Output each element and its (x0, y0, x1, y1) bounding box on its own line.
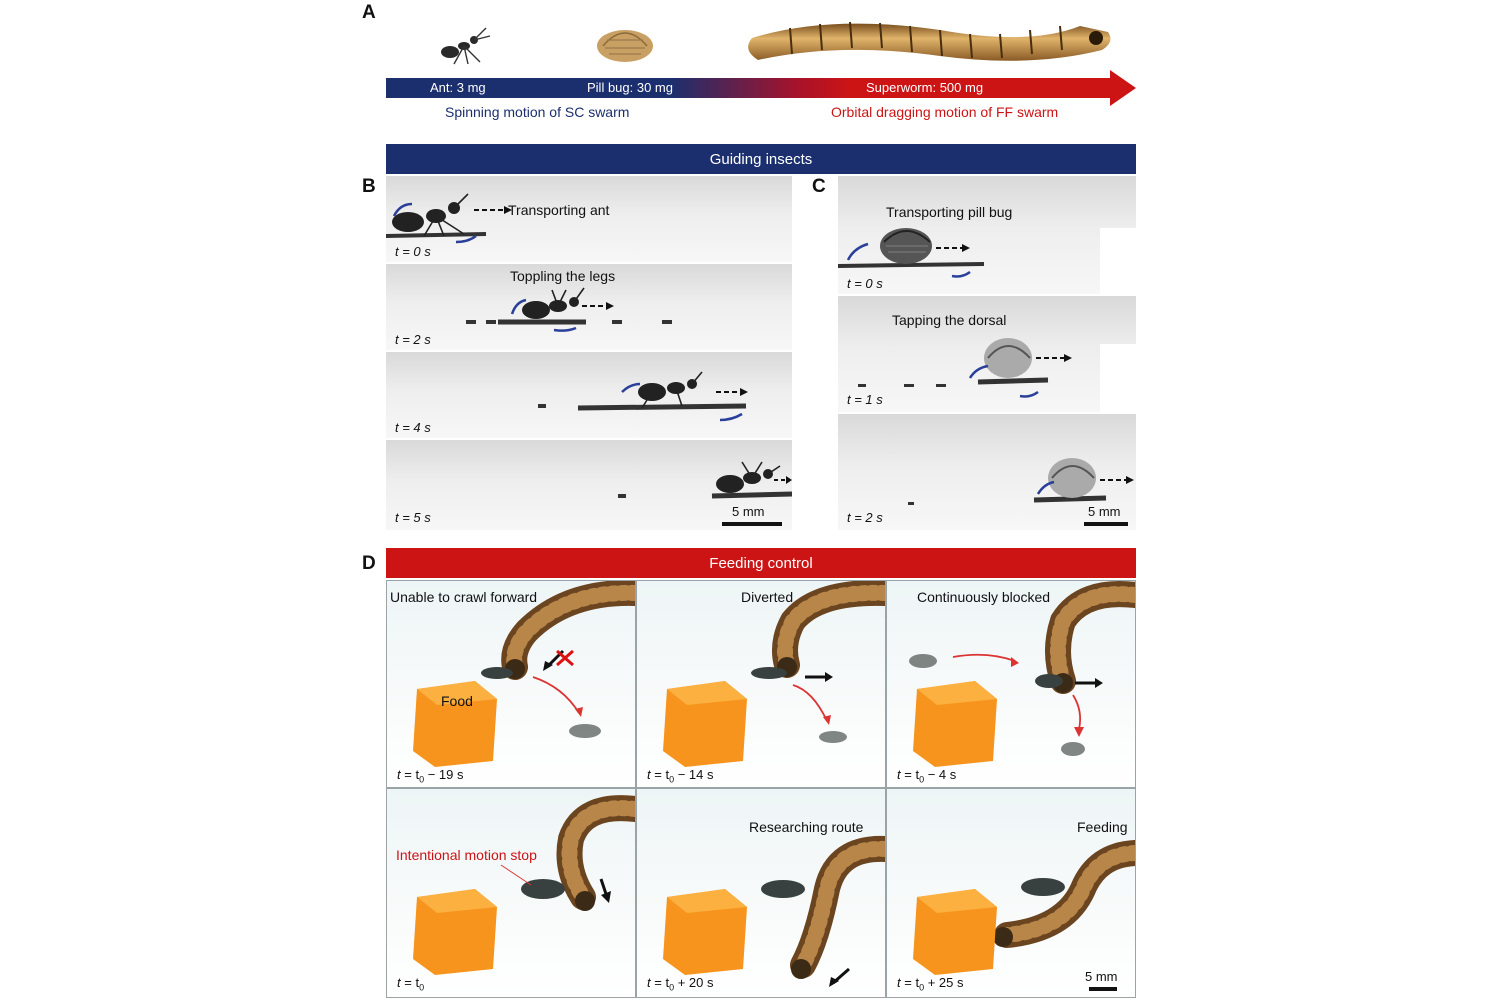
panel-c-label: C (812, 176, 826, 197)
panel-d-caption-3: Continuously blocked (917, 589, 1051, 605)
panel-d-cell-3: Continuously blocked t = t0 − 4 s (887, 581, 1135, 787)
panel-d-caption-4: Intentional motion stop (396, 847, 537, 863)
panel-d-time-5: t = t0 + 20 s (647, 975, 714, 993)
size-gradient-arrow (386, 21, 1136, 106)
panel-c-scale-bar (1084, 522, 1128, 526)
panel-d-caption-2: Diverted (741, 589, 794, 605)
gradient-arrow-shape (386, 70, 1136, 106)
sc-swarm-caption: Spinning motion of SC swarm (445, 104, 630, 120)
panel-d-caption-1: Unable to crawl forward (390, 589, 538, 605)
panel-b-frame-1: Transporting ant t = 0 s (386, 176, 792, 262)
panel-d-time-3: t = t0 − 4 s (897, 767, 957, 785)
panel-b-scale-text: 5 mm (732, 504, 765, 519)
panel-c-time-2: t = 1 s (847, 392, 883, 407)
ant-icon (441, 27, 491, 65)
panel-d-scale-bar (1089, 987, 1117, 991)
panel-c-frame-1: Transporting pill bug t = 0 s (838, 176, 1136, 294)
panel-c-time-1: t = 0 s (847, 276, 883, 291)
panel-b-time-3: t = 4 s (395, 420, 431, 435)
superworm-icon (748, 21, 1111, 61)
panel-c-scale-text: 5 mm (1088, 504, 1121, 519)
panel-b-frame-4: t = 5 s 5 mm (386, 440, 792, 530)
panel-c-frame-2: Tapping the dorsal t = 1 s (838, 296, 1136, 412)
panel-d-caption-5: Researching route (749, 819, 864, 835)
panel-d-cell-5: Researching route t = t0 + 20 s (637, 789, 885, 997)
panel-b-time-2: t = 2 s (395, 332, 431, 347)
panel-d-scale-text: 5 mm (1085, 969, 1118, 984)
superworm-weight-label: Superworm: 500 mg (866, 80, 984, 95)
panel-b-caption-2: Toppling the legs (510, 268, 616, 284)
panel-b-frame-3: t = 4 s (386, 352, 792, 438)
panel-d-caption-6: Feeding (1077, 819, 1128, 835)
panel-b-label: B (362, 176, 376, 197)
pillbug-weight-label: Pill bug: 30 mg (587, 80, 673, 95)
panel-a-label: A (362, 2, 376, 23)
feeding-control-banner: Feeding control (386, 548, 1136, 578)
ff-swarm-caption: Orbital dragging motion of FF swarm (831, 104, 1059, 120)
panel-c-frame-3: t = 2 s 5 mm (838, 414, 1136, 530)
panel-d-cell-6: Feeding t = t0 + 25 s 5 mm (887, 789, 1135, 997)
panel-c-caption-1: Transporting pill bug (886, 204, 1013, 220)
panel-d-time-2: t = t0 − 14 s (647, 767, 714, 785)
panel-d-cell-1: Unable to crawl forward Food t = t0 − 19… (387, 581, 635, 787)
panel-d-cell-2: Diverted t = t0 − 14 s (637, 581, 885, 787)
panel-c-time-3: t = 2 s (847, 510, 883, 525)
guiding-insects-banner: Guiding insects (386, 144, 1136, 174)
panel-d-time-6: t = t0 + 25 s (897, 975, 964, 993)
panel-b-scale-bar (722, 522, 782, 526)
panel-c-caption-2: Tapping the dorsal (892, 312, 1007, 328)
panel-d-time-1: t = t0 − 19 s (397, 767, 464, 785)
panel-b-frame-2: Toppling the legs t = 2 s (386, 264, 792, 350)
panel-d-time-4: t = t0 (397, 975, 425, 993)
ant-weight-label: Ant: 3 mg (430, 80, 486, 95)
pill-bug-icon (597, 30, 653, 62)
panel-d-cell-4: Intentional motion stop t = t0 (387, 789, 635, 997)
panel-d-label: D (362, 553, 376, 574)
panel-b-caption-1: Transporting ant (508, 202, 610, 218)
panel-b-time-4: t = 5 s (395, 510, 431, 525)
food-label: Food (441, 693, 473, 709)
panel-b-time-1: t = 0 s (395, 244, 431, 259)
